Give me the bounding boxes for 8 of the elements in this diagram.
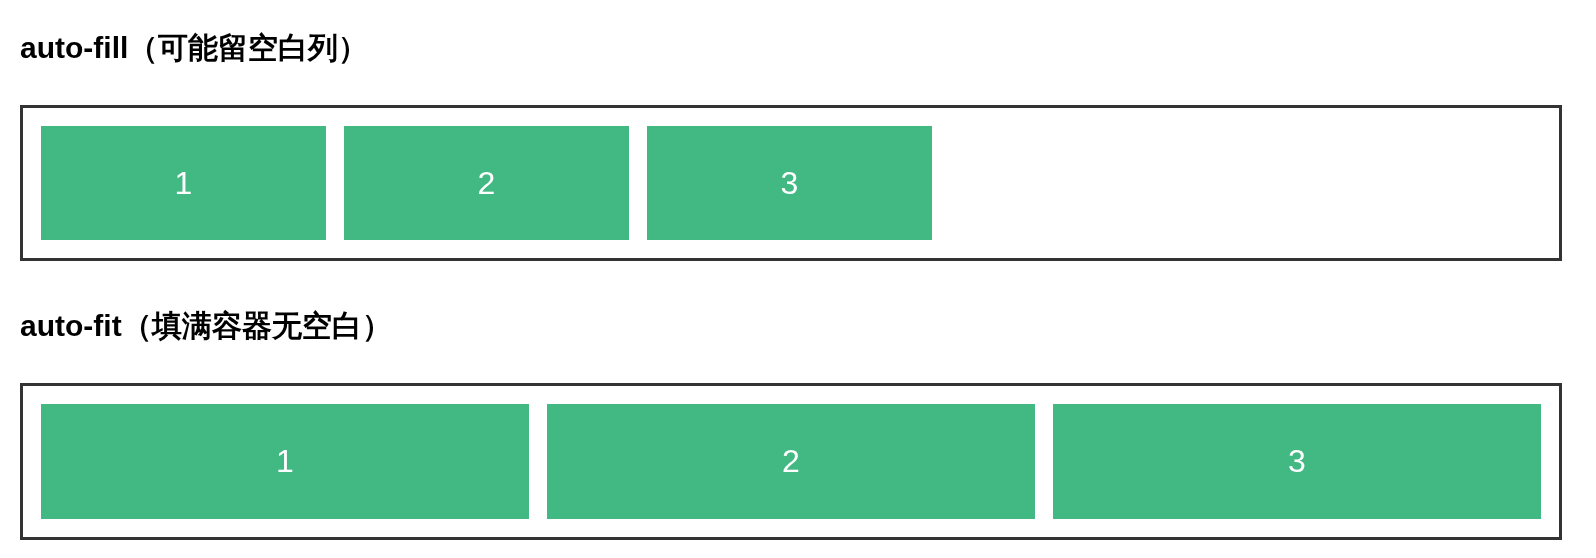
section-heading: auto-fit（填满容器无空白） [20, 308, 392, 344]
grid-item: 3 [647, 126, 932, 240]
grid-item: 3 [1053, 404, 1541, 519]
grid-item: 2 [547, 404, 1035, 519]
section-heading: auto-fill（可能留空白列） [20, 30, 369, 66]
grid-item: 1 [41, 404, 529, 519]
grid-item: 2 [344, 126, 629, 240]
grid-item: 1 [41, 126, 326, 240]
